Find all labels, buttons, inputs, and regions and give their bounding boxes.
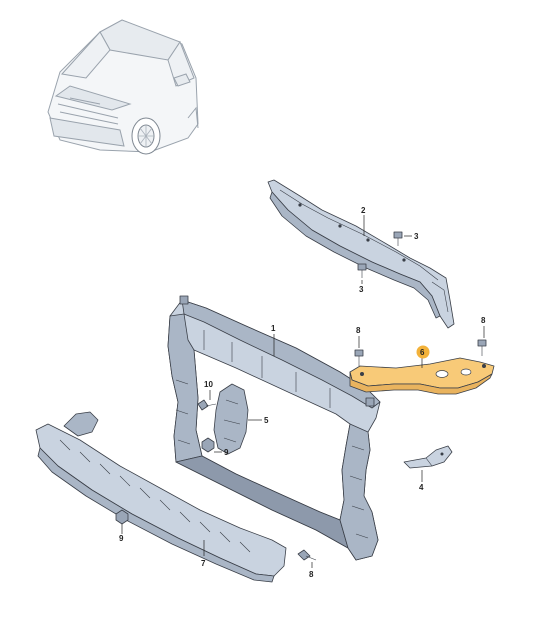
callout-2: 2 <box>361 206 366 215</box>
callout-7: 7 <box>201 559 206 568</box>
callout-4: 4 <box>419 483 424 492</box>
vehicle-illustration <box>47 19 199 155</box>
callout-8: 8 <box>356 326 361 335</box>
callout-10: 10 <box>204 380 213 389</box>
leader-lines <box>121 215 485 568</box>
callout-highlight-marker <box>416 345 430 359</box>
bolt-icon <box>354 349 364 366</box>
callout-9: 9 <box>119 534 124 543</box>
nut-icon <box>115 509 129 525</box>
callout-8: 8 <box>481 316 486 325</box>
callout-6: 6 <box>420 348 425 357</box>
callout-3: 3 <box>359 285 364 294</box>
bolt-icon <box>393 231 403 246</box>
callout-labels: 1 2 3 3 4 5 6 7 8 8 8 9 9 10 <box>119 206 486 579</box>
bolt-icon <box>477 339 487 356</box>
callout-1: 1 <box>271 324 276 333</box>
bolt-icon <box>357 263 367 278</box>
callout-3: 3 <box>414 232 419 241</box>
callout-9: 9 <box>224 448 229 457</box>
bumper-deflector <box>35 423 287 583</box>
deflector-clip <box>63 411 99 437</box>
upper-cross-member <box>267 179 455 329</box>
nut-icon <box>201 437 215 453</box>
bracket-part <box>213 383 249 455</box>
bolt-icon <box>197 399 217 411</box>
bolt-icon <box>297 549 317 561</box>
callout-5: 5 <box>264 416 269 425</box>
highlighted-bracket <box>349 357 495 395</box>
callout-8: 8 <box>309 570 314 579</box>
small-bracket <box>403 445 453 469</box>
